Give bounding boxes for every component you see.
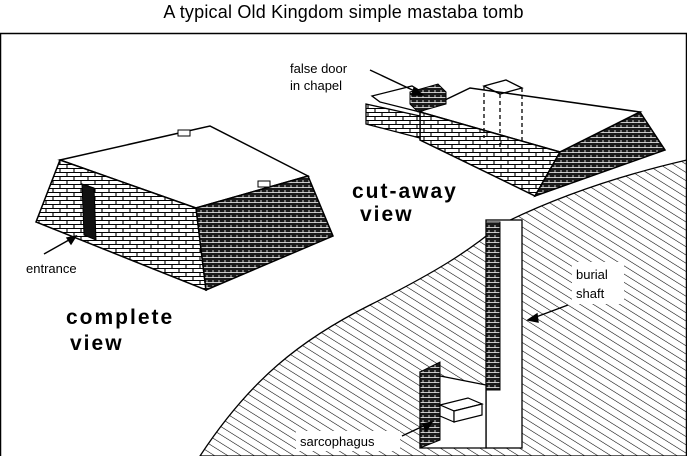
diagram-title: A typical Old Kingdom simple mastaba tom… [163, 2, 524, 22]
sarcophagus-box [438, 397, 484, 423]
label-cutaway-view: view [360, 203, 414, 226]
label-complete-view: view [70, 332, 124, 355]
shaft-outline [482, 79, 524, 150]
label-in-chapel: in chapel [290, 78, 342, 93]
label-cutaway: cut-away [352, 180, 458, 203]
pointer-arrows [43, 69, 569, 437]
ground-section [199, 159, 687, 456]
label-sarcophagus: sarcophagus [300, 434, 375, 449]
label-entrance: entrance [26, 261, 77, 276]
false-door [409, 83, 447, 113]
label-burial: burial [576, 267, 608, 282]
label-complete: complete [66, 306, 174, 329]
label-shaft: shaft [576, 286, 605, 301]
diagram-labels: false door in chapel cut-away view entra… [26, 60, 624, 451]
mastaba-complete [35, 125, 334, 292]
entrance-door [81, 183, 97, 241]
label-false-door: false door [290, 61, 348, 76]
